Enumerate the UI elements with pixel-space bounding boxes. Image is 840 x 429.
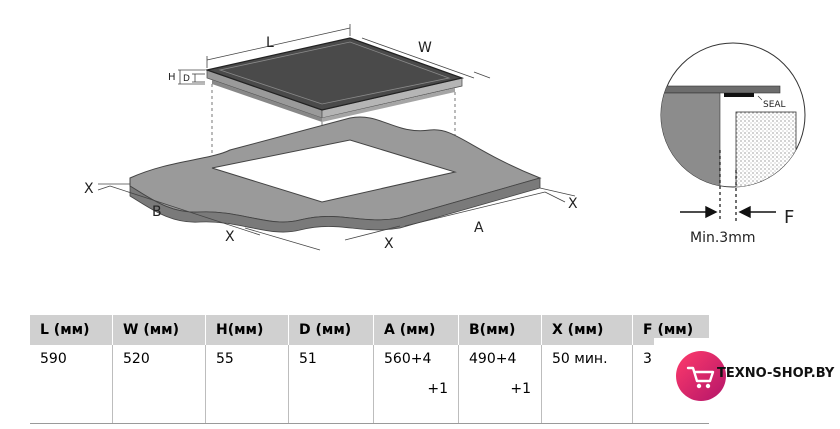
installation-diagram: L W H D X B X X A X SEAL (84, 24, 806, 252)
seal-detail: SEAL F Min.3mm (660, 42, 806, 246)
detail-countertop (735, 111, 797, 187)
header-x: X (мм) (541, 315, 633, 345)
cell-b: 490+4+1 (458, 345, 542, 424)
label-b: B (152, 204, 162, 220)
logo-text: TEXNO-SHOP.BY (717, 366, 835, 381)
header-b: B(мм) (458, 315, 542, 345)
label-d: D (183, 74, 190, 84)
label-a: A (474, 220, 484, 236)
header-h: H(мм) (205, 315, 289, 345)
detail-seal (724, 93, 754, 97)
label-l: L (266, 35, 274, 51)
header-w: W (мм) (112, 315, 206, 345)
countertop (129, 116, 542, 233)
label-h: H (168, 72, 176, 83)
cutout-hole (211, 139, 457, 203)
cart-icon (686, 366, 715, 389)
cutout-dimension-lines (97, 183, 576, 251)
cell-h: 55 (205, 345, 289, 424)
table-header-row: L (мм) W (мм) H(мм) D (мм) A (мм) B(мм) … (30, 315, 709, 345)
label-x-left: X (84, 181, 94, 197)
shop-logo[interactable]: TEXNO-SHOP.BY (654, 338, 840, 410)
detail-glass (661, 85, 781, 94)
specs-table: L (мм) W (мм) H(мм) D (мм) A (мм) B(мм) … (30, 315, 709, 424)
cooktop-body-right (322, 88, 455, 122)
cell-a: 560+4+1 (373, 345, 459, 424)
header-a: A (мм) (373, 315, 459, 345)
label-x-bottom: X (384, 236, 394, 252)
header-d: D (мм) (288, 315, 374, 345)
label-x-bottom-left: X (225, 229, 235, 245)
cooktop-glass-inner (218, 41, 451, 105)
header-l: L (мм) (30, 315, 113, 345)
cooktop-glass (204, 37, 465, 111)
cell-l: 590 (30, 345, 113, 424)
cooktop-body (212, 80, 322, 122)
cell-w: 520 (112, 345, 206, 424)
dimension-lines (178, 24, 491, 85)
logo-badge (676, 351, 726, 401)
label-w: W (418, 40, 432, 56)
label-x-right: X (568, 196, 578, 212)
cell-d: 51 (288, 345, 374, 424)
label-seal: SEAL (763, 100, 786, 110)
label-min-gap: Min.3mm (690, 230, 755, 246)
label-f: F (784, 207, 794, 228)
cell-x: 50 мин. (541, 345, 633, 424)
cooktop (204, 37, 465, 122)
table-row: 590 520 55 51 560+4+1 490+4+1 50 мин. 3 (30, 345, 709, 424)
